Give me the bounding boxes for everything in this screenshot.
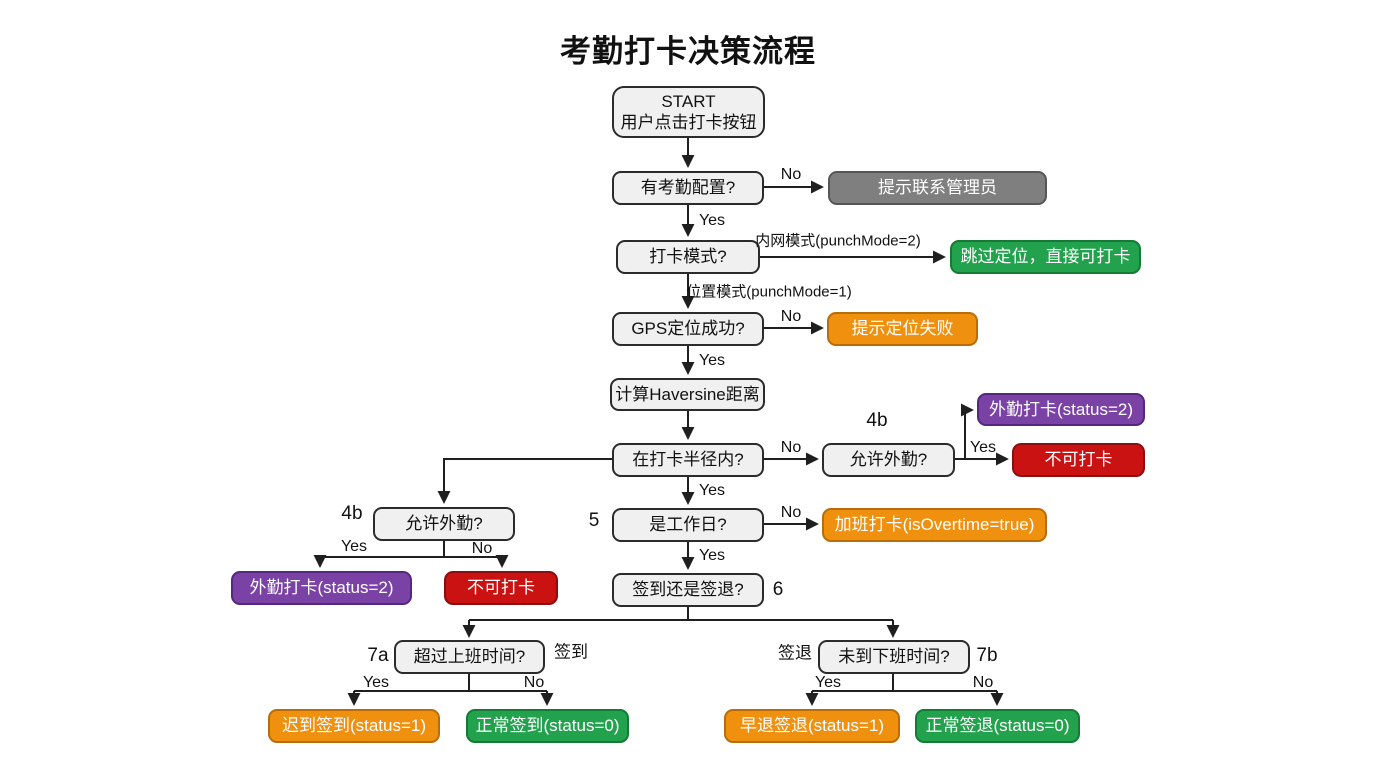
edge-label-radius-no: No (780, 439, 802, 456)
edge-label-branch-sign-in: 签到 (554, 642, 588, 662)
edge-label-workday-yes: Yes (698, 547, 726, 564)
annotation-step-4b-right: 4b (866, 410, 888, 431)
edge-label-early-no: No (972, 674, 994, 691)
edge-label-mode-location: 位置模式(punchMode=1) (686, 283, 852, 301)
node-field-punch-left: 外勤打卡(status=2) (231, 571, 412, 605)
annotation-step-6: 6 (772, 579, 784, 600)
edge-label-config-yes: Yes (698, 212, 726, 229)
edge-label-field-left-no: No (471, 540, 493, 557)
annotation-step-7a: 7a (367, 645, 389, 666)
node-skip-location: 跳过定位，直接可打卡 (950, 240, 1141, 274)
node-late-sign-in: 迟到签到(status=1) (268, 709, 440, 743)
annotation-step-5: 5 (588, 510, 600, 531)
edge-label-workday-no: No (780, 504, 802, 521)
node-field-punch-right: 外勤打卡(status=2) (977, 393, 1145, 426)
node-no-punch-left: 不可打卡 (444, 571, 558, 605)
edge-label-late-yes: Yes (362, 674, 390, 691)
edge-label-early-yes: Yes (814, 674, 842, 691)
decision-before-end-time: 未到下班时间? (818, 640, 970, 674)
edge-label-late-no: No (523, 674, 545, 691)
node-normal-sign-out: 正常签退(status=0) (915, 709, 1080, 743)
edge-label-branch-sign-out: 签退 (778, 643, 812, 663)
annotation-step-7b: 7b (976, 645, 998, 666)
node-overtime-punch: 加班打卡(isOvertime=true) (822, 508, 1047, 542)
node-early-sign-out: 早退签退(status=1) (724, 709, 900, 743)
edge-label-radius-yes: Yes (698, 482, 726, 499)
decision-allow-field-right: 允许外勤? (822, 443, 955, 477)
edge-label-gps-no: No (780, 308, 802, 325)
decision-has-config: 有考勤配置? (612, 171, 764, 205)
node-no-punch-right: 不可打卡 (1012, 443, 1145, 477)
edge-label-mode-intranet: 内网模式(punchMode=2) (755, 232, 921, 250)
decision-sign-in-or-out: 签到还是签退? (612, 573, 764, 607)
decision-in-radius: 在打卡半径内? (612, 443, 764, 477)
page-title: 考勤打卡决策流程 (560, 34, 816, 69)
node-normal-sign-in: 正常签到(status=0) (466, 709, 629, 743)
node-contact-admin: 提示联系管理员 (828, 171, 1047, 205)
edge-label-field-right-yes: Yes (969, 439, 997, 456)
decision-over-start-time: 超过上班时间? (394, 640, 545, 674)
node-start: START 用户点击打卡按钮 (612, 86, 765, 138)
edge-label-gps-yes: Yes (698, 352, 726, 369)
edge-label-config-no: No (780, 166, 802, 183)
edge-label-field-left-yes: Yes (340, 538, 368, 555)
start-label-line1: START (661, 91, 716, 111)
decision-punch-mode: 打卡模式? (616, 240, 760, 274)
decision-is-workday: 是工作日? (612, 508, 764, 542)
decision-allow-field-left: 允许外勤? (373, 507, 515, 541)
decision-gps-success: GPS定位成功? (612, 312, 764, 346)
edge-radius-left (437, 458, 612, 504)
annotation-step-4b-left: 4b (341, 503, 363, 524)
start-label-line2: 用户点击打卡按钮 (620, 113, 757, 132)
node-location-fail: 提示定位失败 (827, 312, 978, 346)
node-haversine: 计算Haversine距离 (610, 378, 765, 411)
